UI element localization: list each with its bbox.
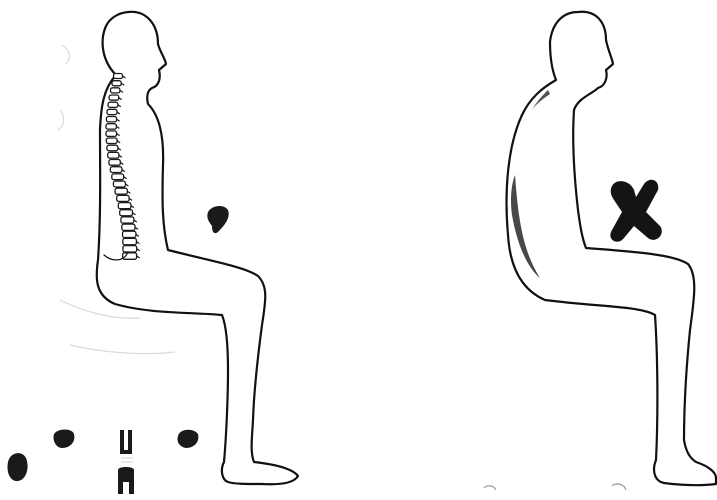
vertebra <box>106 117 116 122</box>
stool-base <box>7 430 198 495</box>
upright-figure <box>7 12 298 494</box>
stool-column-shadow <box>121 458 133 462</box>
vertebra <box>118 203 131 209</box>
vertebra <box>120 210 133 216</box>
stool-column <box>120 430 132 454</box>
vertebra <box>123 238 137 244</box>
vertebra <box>106 124 116 129</box>
vertebra <box>107 145 118 151</box>
slouched-body-outline <box>507 12 716 485</box>
vertebra <box>112 81 121 86</box>
vertebra <box>123 253 137 259</box>
vertebra <box>109 95 119 100</box>
slouched-figure <box>484 12 716 490</box>
vertebra <box>108 102 118 107</box>
vertebra <box>123 231 136 237</box>
back-shading <box>511 175 540 278</box>
vertebra <box>117 195 129 201</box>
vertebra <box>106 131 117 137</box>
ink-smudge <box>207 206 228 233</box>
caster-wheel-icon <box>53 430 74 449</box>
vertebra <box>111 88 120 93</box>
vertebra <box>112 174 124 180</box>
vertebra <box>122 224 135 230</box>
vertebra <box>107 109 117 114</box>
vertebra <box>115 188 127 194</box>
vertebra <box>113 181 125 187</box>
vertebra <box>110 167 122 173</box>
spine-illustration <box>106 74 140 260</box>
vertebra <box>121 217 134 223</box>
caster-wheel-icon <box>177 430 198 448</box>
stool-foot <box>118 467 134 494</box>
vertebra <box>114 74 123 79</box>
vertebra <box>123 246 137 252</box>
vertebra <box>109 160 120 166</box>
caster-wheel-icon <box>7 453 27 481</box>
vertebra <box>106 138 117 144</box>
x-mark-icon <box>610 180 661 242</box>
faint-marks <box>484 484 626 490</box>
shoulder-shading <box>532 90 550 110</box>
vertebra <box>108 152 119 158</box>
